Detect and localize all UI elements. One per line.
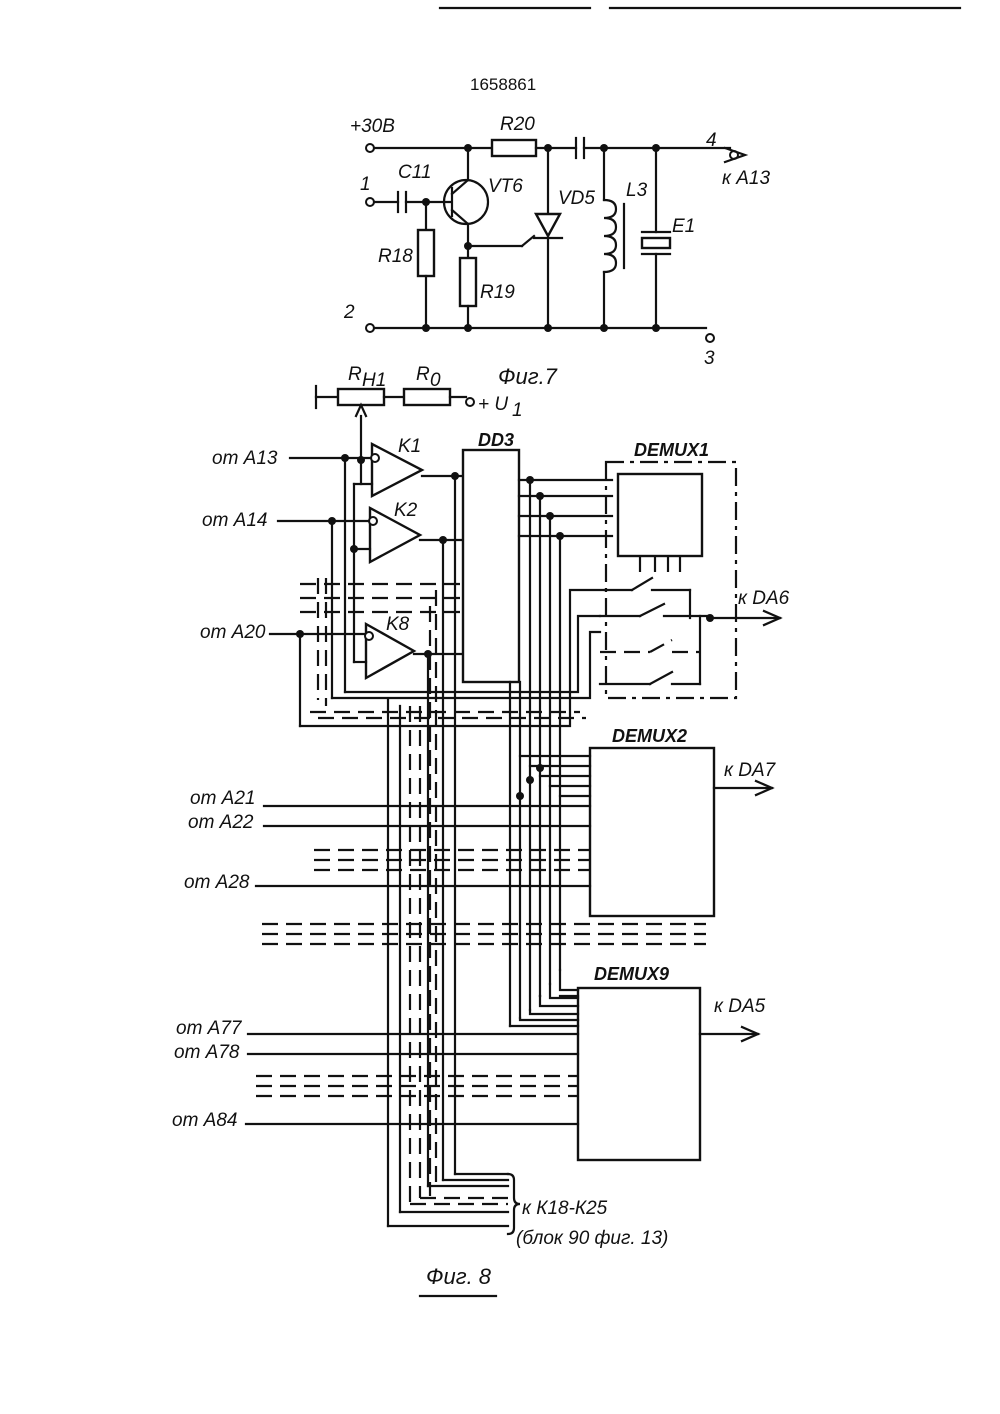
- output-da5-label: к DA5: [714, 996, 766, 1017]
- e1-element: [642, 238, 670, 248]
- fig8-caption: Фиг. 8: [426, 1264, 492, 1289]
- output-da6-label: к DA6: [738, 588, 790, 609]
- rh1-label: R: [348, 364, 362, 385]
- output-da7-label: к DA7: [724, 760, 777, 781]
- k1-label: K1: [398, 436, 421, 457]
- r0-label: R: [416, 364, 430, 385]
- input-a77-label: от А77: [176, 1018, 243, 1039]
- bottom-brace: [508, 1174, 520, 1234]
- demux1-label: DEMUX1: [634, 440, 709, 460]
- dd3-label: DD3: [478, 430, 514, 450]
- demux1-block: [618, 474, 702, 556]
- vd5-thyristor: [536, 214, 560, 236]
- bottom-note-1: к К18-К25: [522, 1198, 608, 1219]
- input-a20-label: от А20: [200, 622, 266, 643]
- demux2-block: [590, 748, 714, 916]
- l3-label: L3: [626, 180, 648, 201]
- vd5-label: VD5: [558, 188, 595, 209]
- dd3-block: [463, 450, 519, 682]
- r0-resistor: [404, 389, 450, 405]
- supply-label: +30В: [350, 116, 395, 137]
- r19-resistor: [460, 258, 476, 306]
- u1-sub-label: 1: [512, 400, 523, 421]
- k8-label: K8: [386, 614, 410, 635]
- demux2-label: DEMUX2: [612, 726, 687, 746]
- input-a78-label: от А78: [174, 1042, 240, 1063]
- demux9-label: DEMUX9: [594, 964, 669, 984]
- fig8-circuit: [246, 386, 780, 1234]
- input-a14-label: от А14: [202, 510, 267, 531]
- l3-inductor: [604, 200, 616, 272]
- input-a28-label: от А28: [184, 872, 250, 893]
- bottom-note-2: (блок 90 фиг. 13): [516, 1228, 668, 1249]
- r19-label: R19: [480, 282, 515, 303]
- demux9-block: [578, 988, 700, 1160]
- patent-number: 1658861: [470, 75, 536, 94]
- u1-label: + U: [478, 394, 508, 415]
- output-a13-label: к А13: [722, 168, 770, 189]
- fig7-caption: Фиг.7: [498, 364, 558, 389]
- terminal-3-label: 3: [704, 348, 715, 369]
- input-a84-label: от А84: [172, 1110, 237, 1131]
- r18-resistor: [418, 230, 434, 276]
- r18-label: R18: [378, 246, 413, 267]
- input-a13-label: от А13: [212, 448, 278, 469]
- vt6-label: VT6: [488, 176, 523, 197]
- terminal-1-label: 1: [360, 174, 371, 195]
- k2-label: K2: [394, 500, 418, 521]
- rh1-sub-label: H1: [362, 370, 386, 391]
- input-a22-label: от А22: [188, 812, 254, 833]
- r20-resistor: [492, 140, 536, 156]
- r20-label: R20: [500, 114, 535, 135]
- terminal-2-label: 2: [343, 302, 355, 323]
- c11-label: C11: [398, 162, 431, 183]
- r0-sub-label: 0: [430, 370, 441, 391]
- e1-label: E1: [672, 216, 695, 237]
- terminal-4-label: 4: [706, 130, 717, 151]
- input-a21-label: от А21: [190, 788, 255, 809]
